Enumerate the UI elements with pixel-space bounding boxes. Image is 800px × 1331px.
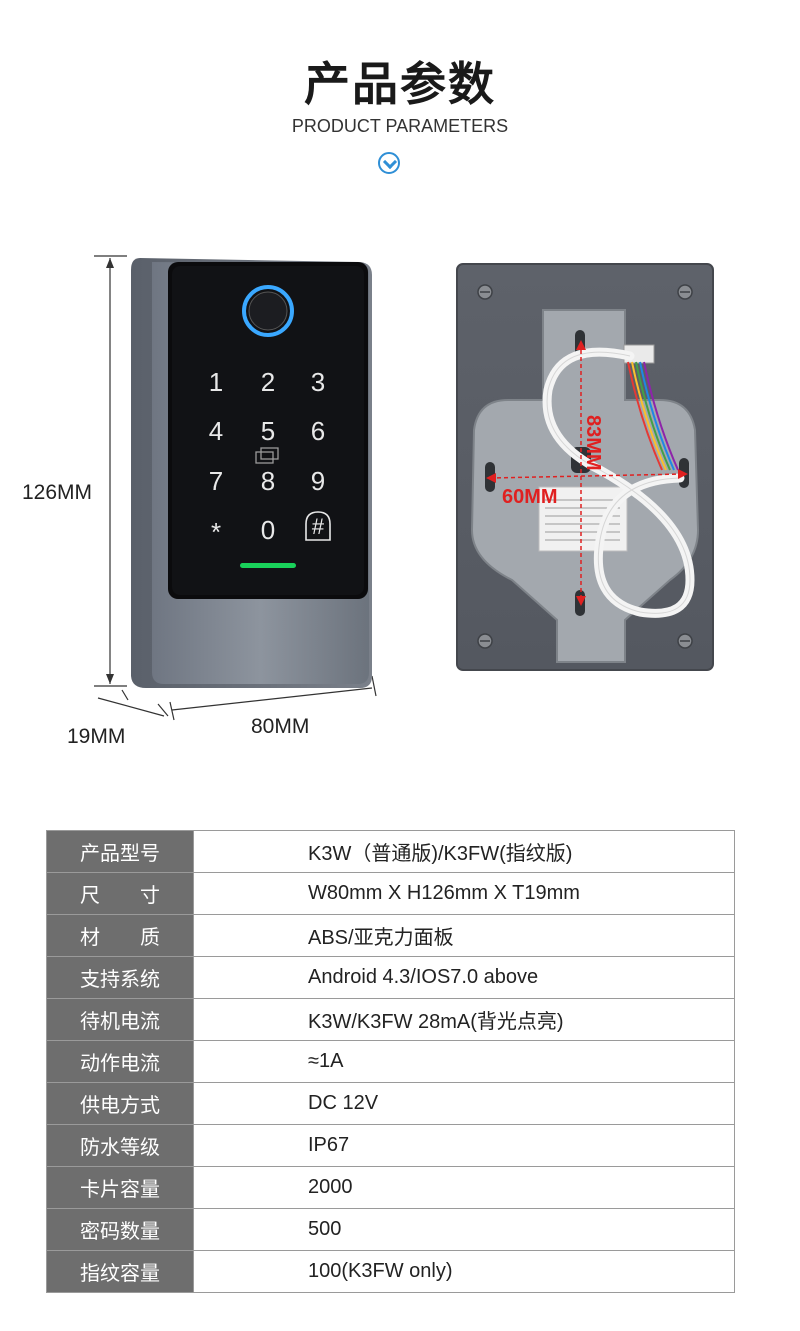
table-row: 防水等级 IP67 bbox=[46, 1124, 735, 1167]
spec-key: 产品型号 bbox=[46, 830, 194, 873]
key-5: 5 bbox=[261, 416, 275, 446]
table-row: 供电方式 DC 12V bbox=[46, 1082, 735, 1125]
horizontal-hole-spacing-label: 60MM bbox=[502, 486, 558, 508]
spec-value: ≈1A bbox=[193, 1040, 735, 1083]
page-title: 产品参数 bbox=[304, 57, 496, 111]
table-row: 待机电流 K3W/K3FW 28mA(背光点亮) bbox=[46, 998, 735, 1041]
key-6: 6 bbox=[311, 416, 325, 446]
spec-value: K3W/K3FW 28mA(背光点亮) bbox=[193, 998, 735, 1041]
table-row: 产品型号 K3W（普通版)/K3FW(指纹版) bbox=[46, 830, 735, 873]
key-1: 1 bbox=[209, 367, 223, 397]
key-2: 2 bbox=[261, 367, 275, 397]
table-row: 指纹容量 100(K3FW only) bbox=[46, 1250, 735, 1293]
key-hash: # bbox=[312, 514, 325, 539]
chevron-down-icon bbox=[378, 152, 400, 174]
spec-value: DC 12V bbox=[193, 1082, 735, 1125]
key-3: 3 bbox=[311, 367, 325, 397]
table-row: 材 质 ABS/亚克力面板 bbox=[46, 914, 735, 957]
front-view: 1 2 3 4 5 6 7 8 9 * 0 # bbox=[94, 255, 377, 721]
height-dimension-label: 126MM bbox=[22, 481, 93, 504]
key-7: 7 bbox=[209, 466, 223, 496]
table-row: 密码数量 500 bbox=[46, 1208, 735, 1251]
spec-key: 供电方式 bbox=[46, 1082, 194, 1125]
spec-value: IP67 bbox=[193, 1124, 735, 1167]
spec-value: ABS/亚克力面板 bbox=[193, 914, 735, 957]
table-row: 支持系统 Android 4.3/IOS7.0 above bbox=[46, 956, 735, 999]
table-row: 尺 寸 W80mm X H126mm X T19mm bbox=[46, 872, 735, 915]
table-row: 卡片容量 2000 bbox=[46, 1166, 735, 1209]
spec-key: 卡片容量 bbox=[46, 1166, 194, 1209]
key-4: 4 bbox=[209, 416, 223, 446]
table-row: 动作电流 ≈1A bbox=[46, 1040, 735, 1083]
product-illustration: 1 2 3 4 5 6 7 8 9 * 0 # bbox=[94, 255, 714, 721]
key-0: 0 bbox=[261, 515, 275, 545]
spec-value: W80mm X H126mm X T19mm bbox=[193, 872, 735, 915]
spec-key: 待机电流 bbox=[46, 998, 194, 1041]
spec-key: 防水等级 bbox=[46, 1124, 194, 1167]
depth-dimension-label: 19MM bbox=[67, 725, 126, 748]
spec-value: 100(K3FW only) bbox=[193, 1250, 735, 1293]
spec-key: 尺 寸 bbox=[46, 872, 194, 915]
spec-value: Android 4.3/IOS7.0 above bbox=[193, 956, 735, 999]
spec-table: 产品型号 K3W（普通版)/K3FW(指纹版) 尺 寸 W80mm X H126… bbox=[46, 830, 735, 1293]
spec-key: 密码数量 bbox=[46, 1208, 194, 1251]
vertical-hole-spacing-label: 83MM bbox=[582, 415, 604, 471]
back-view bbox=[456, 263, 714, 671]
spec-value: K3W（普通版)/K3FW(指纹版) bbox=[193, 830, 735, 873]
spec-key: 指纹容量 bbox=[46, 1250, 194, 1293]
key-star: * bbox=[211, 517, 221, 547]
spec-value: 2000 bbox=[193, 1166, 735, 1209]
spec-key: 动作电流 bbox=[46, 1040, 194, 1083]
spec-key: 支持系统 bbox=[46, 956, 194, 999]
width-dimension-label: 80MM bbox=[251, 715, 310, 738]
spec-value: 500 bbox=[193, 1208, 735, 1251]
key-9: 9 bbox=[311, 466, 325, 496]
key-8: 8 bbox=[261, 466, 275, 496]
page-subtitle: PRODUCT PARAMETERS bbox=[291, 116, 509, 136]
spec-key: 材 质 bbox=[46, 914, 194, 957]
